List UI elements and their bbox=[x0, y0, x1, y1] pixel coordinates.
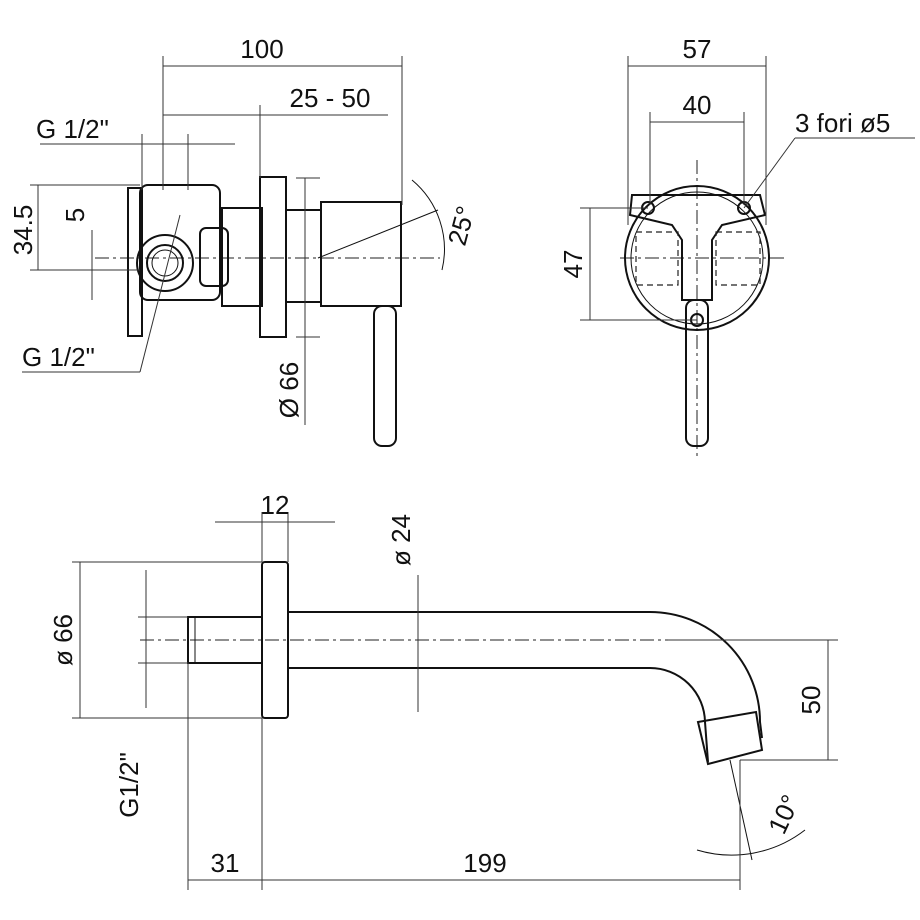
dim-front-hole-spacing: 40 bbox=[683, 90, 712, 120]
front-view-mixer bbox=[620, 137, 915, 460]
side-dimension-lines bbox=[22, 56, 403, 425]
dim-spout-flange-thickness: 12 bbox=[261, 490, 290, 520]
dim-total-depth: 100 bbox=[240, 34, 283, 64]
dim-front-outer-width: 57 bbox=[683, 34, 712, 64]
dim-spout-stub-length: 31 bbox=[211, 848, 240, 878]
dim-adjust-range: 25 - 50 bbox=[290, 83, 371, 113]
dim-offset: 5 bbox=[60, 208, 90, 222]
spout-view bbox=[140, 561, 806, 861]
dim-lever-angle: 25° bbox=[442, 203, 481, 249]
dim-spout-thread: G1/2" bbox=[114, 752, 144, 818]
dim-height: 34.5 bbox=[8, 205, 38, 256]
dim-spout-projection: 199 bbox=[463, 848, 506, 878]
dim-inlet-thread-bottom: G 1/2" bbox=[22, 342, 95, 372]
dim-spout-tube-diameter: ø 24 bbox=[386, 514, 416, 566]
dim-flange-diameter: Ø 66 bbox=[274, 362, 304, 418]
dim-spout-angle: 10° bbox=[762, 790, 806, 838]
side-view-mixer bbox=[95, 176, 445, 447]
dim-spout-drop: 50 bbox=[796, 686, 826, 715]
front-dimension-lines bbox=[580, 56, 767, 321]
dim-inlet-thread-top: G 1/2" bbox=[36, 114, 109, 144]
spout-dimension-lines bbox=[72, 512, 838, 890]
dim-front-holes: 3 fori ø5 bbox=[795, 108, 890, 138]
dim-spout-flange-diameter: ø 66 bbox=[48, 614, 78, 666]
dim-front-height: 47 bbox=[558, 250, 588, 279]
